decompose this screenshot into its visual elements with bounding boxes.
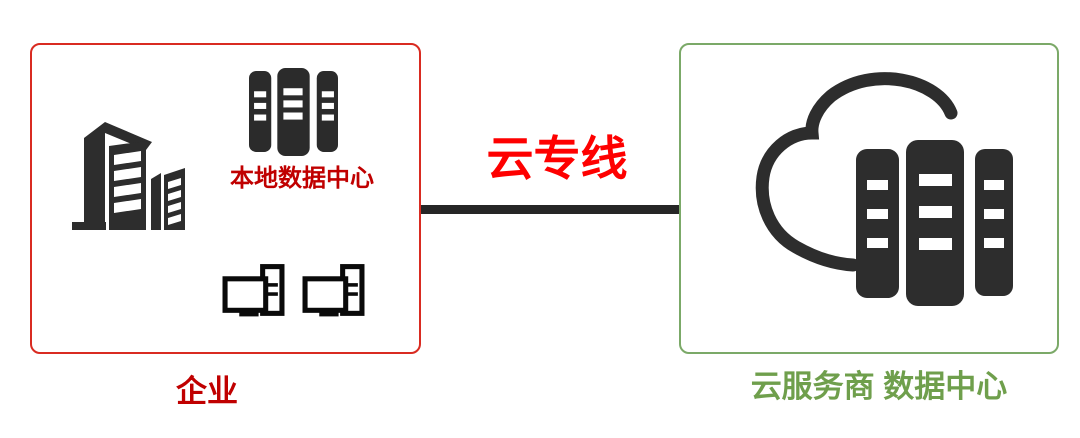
building-icon: [72, 122, 185, 230]
enterprise-label: 企业: [176, 374, 238, 409]
direct-connect-line: [421, 205, 679, 214]
server-rack-icon: [249, 68, 338, 156]
desktop-computer-icon: [222, 264, 285, 317]
local-datacenter-label: 本地数据中心: [230, 165, 374, 192]
desktop-computer-icon: [302, 264, 365, 317]
cloud-direct-line-label: 云专线: [486, 132, 628, 185]
cloud-servers-icon: [755, 72, 1013, 306]
cloud-provider-label: 云服务商 数据中心: [750, 369, 1008, 404]
